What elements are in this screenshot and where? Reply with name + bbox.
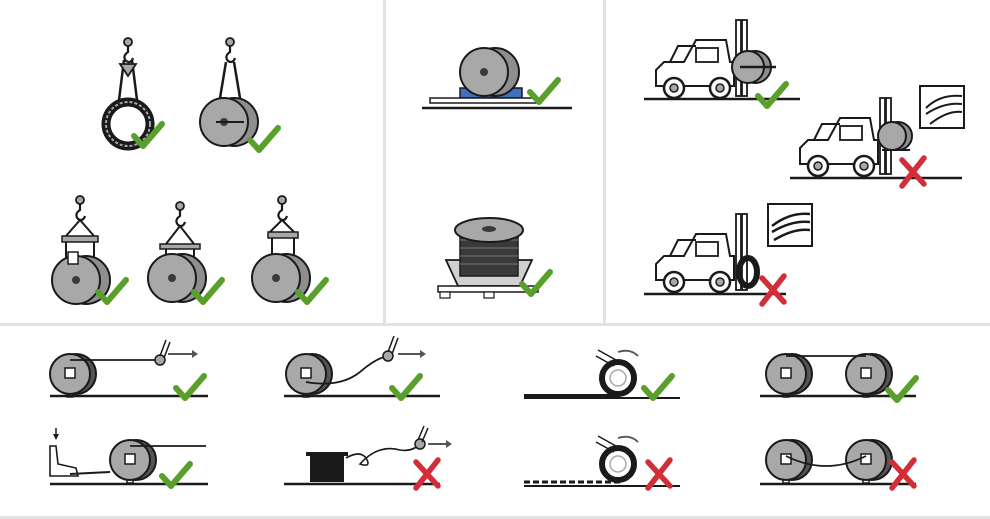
reel-on-blue-pallet [422,47,572,110]
reel-spreader-bar-c [251,194,326,302]
lifting-panel [51,36,326,305]
cross-icon [762,276,784,304]
reel-spreader-bar-b [147,200,222,302]
drum-on-pallet [437,217,550,299]
reel-to-reel-straight [760,353,916,400]
bottom-border [0,516,990,519]
check-icon [758,84,786,106]
forklift-panel [644,18,965,304]
vertical-divider-1 [383,0,386,325]
forklift-reel-incorrect [790,85,965,186]
drag-coil-over-rough-ground [524,435,680,488]
reel-spreader-bar-a [51,194,126,305]
ring-coil-sling [101,36,162,151]
forklift-coil-incorrect [644,203,813,304]
forklift-reel-correct [644,18,800,106]
unwinding-panel [49,335,916,488]
reel-to-reel-sagging [760,439,916,488]
pull-from-drum-loops [284,425,452,488]
check-icon [522,272,550,294]
check-icon [644,376,672,398]
cross-icon [648,460,670,488]
pallet-panel [422,47,572,299]
check-icon [162,464,190,486]
horizontal-divider [0,323,990,326]
reel-single-sling-axle [199,36,278,150]
roll-coil-on-ground [524,349,680,398]
check-icon [530,80,558,102]
vertical-divider-2 [603,0,606,325]
pull-from-reel-straight [49,339,208,398]
foot-braking-reel [49,428,208,486]
cross-icon [902,158,924,186]
check-icon [392,376,420,398]
pull-from-reel-curved [284,335,440,398]
check-icon [176,376,204,398]
